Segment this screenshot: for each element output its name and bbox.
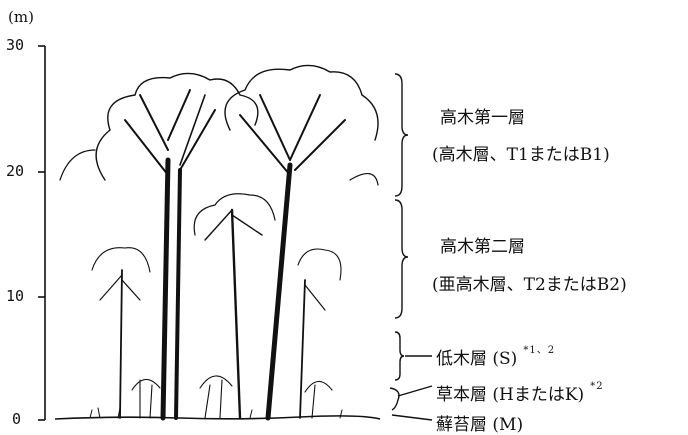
herb-note: *2 xyxy=(590,381,604,393)
shrub-layer-label: 低木層 (S) *1、2 xyxy=(436,344,555,369)
tick-20: 20 xyxy=(6,162,25,180)
shrub-note: *1、2 xyxy=(523,345,556,357)
canopy1-title: 高木第一層 xyxy=(440,108,525,128)
canopy1-sub: (高木層、T1またはB1) xyxy=(432,145,610,165)
moss-layer-label: 蘚苔層 (M) xyxy=(436,415,524,435)
tick-0: 0 xyxy=(12,410,22,428)
herb-layer-text: 草本層 (HまたはK) xyxy=(436,385,585,405)
layer-brackets xyxy=(389,73,433,421)
tick-10: 10 xyxy=(6,287,25,305)
shrub-layer-text: 低木層 (S) xyxy=(436,349,518,369)
herb-layer-label: 草本層 (HまたはK) *2 xyxy=(436,380,604,405)
axis-unit: (m) xyxy=(8,8,34,26)
canopy2-title: 高木第二層 xyxy=(440,237,525,257)
tree-illustration xyxy=(59,64,379,421)
tick-30: 30 xyxy=(6,36,25,54)
canopy2-sub: (亜高木層、T2またはB2) xyxy=(432,275,627,295)
